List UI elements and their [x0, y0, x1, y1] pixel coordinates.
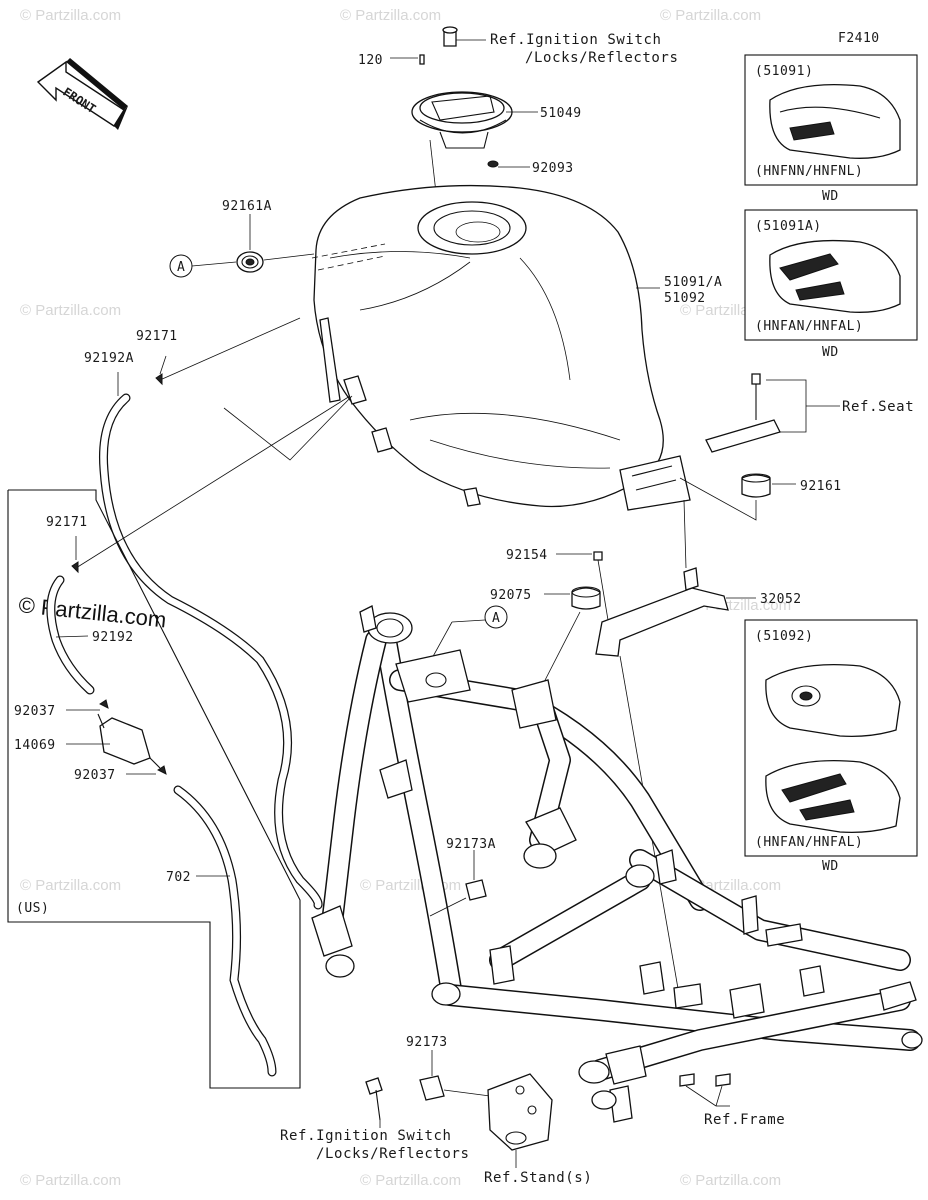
variant-suffix: WD [822, 345, 839, 360]
label-92037-top: 92037 [14, 704, 56, 719]
variant-part: (51091A) [755, 219, 822, 234]
label-14069: 14069 [14, 738, 56, 753]
ref-seat: Ref.Seat [842, 399, 914, 415]
variant-suffix: WD [822, 859, 839, 874]
watermark: © Partzilla.com [20, 302, 121, 319]
watermark: © Partzilla.com [20, 1172, 121, 1189]
figure-code: F2410 [838, 31, 880, 46]
label-702: 702 [166, 870, 191, 885]
ref-stands: Ref.Stand(s) [484, 1170, 592, 1186]
fuel-tank [311, 184, 691, 511]
ref-ignition-bottom-line1: Ref.Ignition Switch [280, 1128, 452, 1144]
label-92037-bottom: 92037 [74, 768, 116, 783]
tank-bracket [539, 499, 729, 1001]
us-variant-outline [7, 489, 301, 1089]
label-92161: 92161 [800, 479, 842, 494]
callout-a-right: A [419, 605, 508, 681]
variant-suffix: WD [822, 189, 839, 204]
seat-mount-parts [679, 373, 840, 521]
part-labels: Ref.Ignition Switch /Locks/Reflectors 12… [14, 32, 914, 1186]
fuel-cap-assembly [411, 26, 513, 229]
ref-ignition-top-line2: /Locks/Reflectors [525, 50, 679, 66]
label-51092: 51092 [664, 291, 706, 306]
label-92171-left: 92171 [46, 515, 88, 530]
watermark: © Partzilla.com [20, 7, 121, 24]
label-92154: 92154 [506, 548, 548, 563]
watermark: © Partzilla.com [360, 877, 461, 894]
callout-a-left: A [169, 253, 315, 278]
variant-part: (51091) [755, 64, 813, 79]
variant-model: (HNFAN/HNFAL) [755, 835, 863, 850]
label-92161a: 92161A [222, 199, 272, 214]
front-arrow-icon: FRONT [36, 58, 128, 130]
breather-hose-92192 [46, 575, 95, 695]
hose-702 [173, 785, 277, 1077]
variant-box-51091: (51091) (HNFNN/HNFNL) WD [744, 54, 918, 204]
variant-model: (HNFNN/HNFNL) [755, 164, 863, 179]
clip-92173 [365, 1050, 491, 1121]
label-120: 120 [358, 53, 383, 68]
grommet-92161a [236, 251, 264, 273]
leader-lines [55, 39, 796, 1107]
label-51049: 51049 [540, 106, 582, 121]
label-92173a: 92173A [446, 837, 496, 852]
watermark: © Partzilla.com [20, 877, 121, 894]
motorcycle-frame [311, 605, 923, 1123]
variant-box-51091a: (51091A) (HNFAN/HNFAL) WD [744, 209, 918, 360]
label-92075: 92075 [490, 588, 532, 603]
label-92093: 92093 [532, 161, 574, 176]
label-51091a: 51091/A [664, 275, 722, 290]
ref-frame: Ref.Frame [704, 1112, 785, 1128]
watermark: © Partzilla.com [340, 7, 441, 24]
breather-hose-92192a [99, 393, 323, 910]
variant-box-51092: (51092) (HNFAN/HNFAL) WD [744, 619, 918, 874]
watermark: © Partzilla.com [660, 7, 761, 24]
label-92171-top: 92171 [136, 329, 178, 344]
label-92192: 92192 [92, 630, 134, 645]
ref-ignition-bottom-line2: /Locks/Reflectors [316, 1146, 470, 1162]
side-stand-bracket [487, 1073, 553, 1151]
callout-a-label: A [492, 611, 500, 626]
watermark: © Partzilla.com [680, 1172, 781, 1189]
watermark: © Partzilla.com [360, 1172, 461, 1189]
variant-part: (51092) [755, 629, 813, 644]
label-92173: 92173 [406, 1035, 448, 1050]
watermark-large: © Partzilla.com [17, 592, 167, 632]
fuel-filter-14069 [97, 699, 167, 775]
label-32052: 32052 [760, 592, 802, 607]
variant-model: (HNFAN/HNFAL) [755, 319, 863, 334]
label-92192a: 92192A [84, 351, 134, 366]
label-us: (US) [16, 901, 49, 916]
clip-92173a [429, 850, 487, 917]
callout-a-label: A [177, 260, 185, 275]
watermark-layer: © Partzilla.com © Partzilla.com © Partzi… [17, 7, 791, 1189]
ref-ignition-top-line1: Ref.Ignition Switch [490, 32, 662, 48]
